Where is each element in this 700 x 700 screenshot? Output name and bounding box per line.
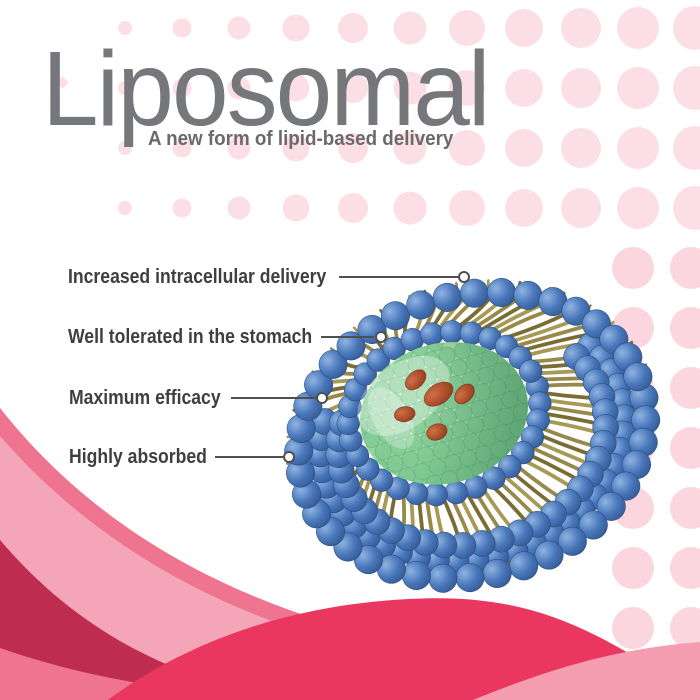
callout-label-highly-absorbed: Highly absorbed [69,446,207,468]
callout-label-maximum-efficacy: Maximum efficacy [69,387,221,409]
callout-line [339,276,459,278]
halftone-dots-pattern [56,6,700,700]
liposome-body [284,278,661,593]
wave-medium-bottom [0,648,307,700]
callout-label-well-tolerated: Well tolerated in the stomach [68,326,313,348]
callout-line [231,397,316,399]
wave-light-overlay-right [472,642,700,700]
callout-line [321,336,374,338]
callout-endpoint-dot [375,331,387,343]
callout-endpoint-dot [283,451,295,463]
wave-crimson-corner [0,540,285,700]
page-subtitle: A new form of lipid-based delivery [148,128,454,150]
wave-decoration [0,408,700,700]
page-title: Liposomal [42,30,490,148]
callout-endpoint-dot [458,271,470,283]
wave-light-band [0,436,700,700]
callout-endpoint-dot [316,392,328,404]
callout-line [215,456,283,458]
callout-label-increased-delivery: Increased intracellular delivery [68,266,327,288]
